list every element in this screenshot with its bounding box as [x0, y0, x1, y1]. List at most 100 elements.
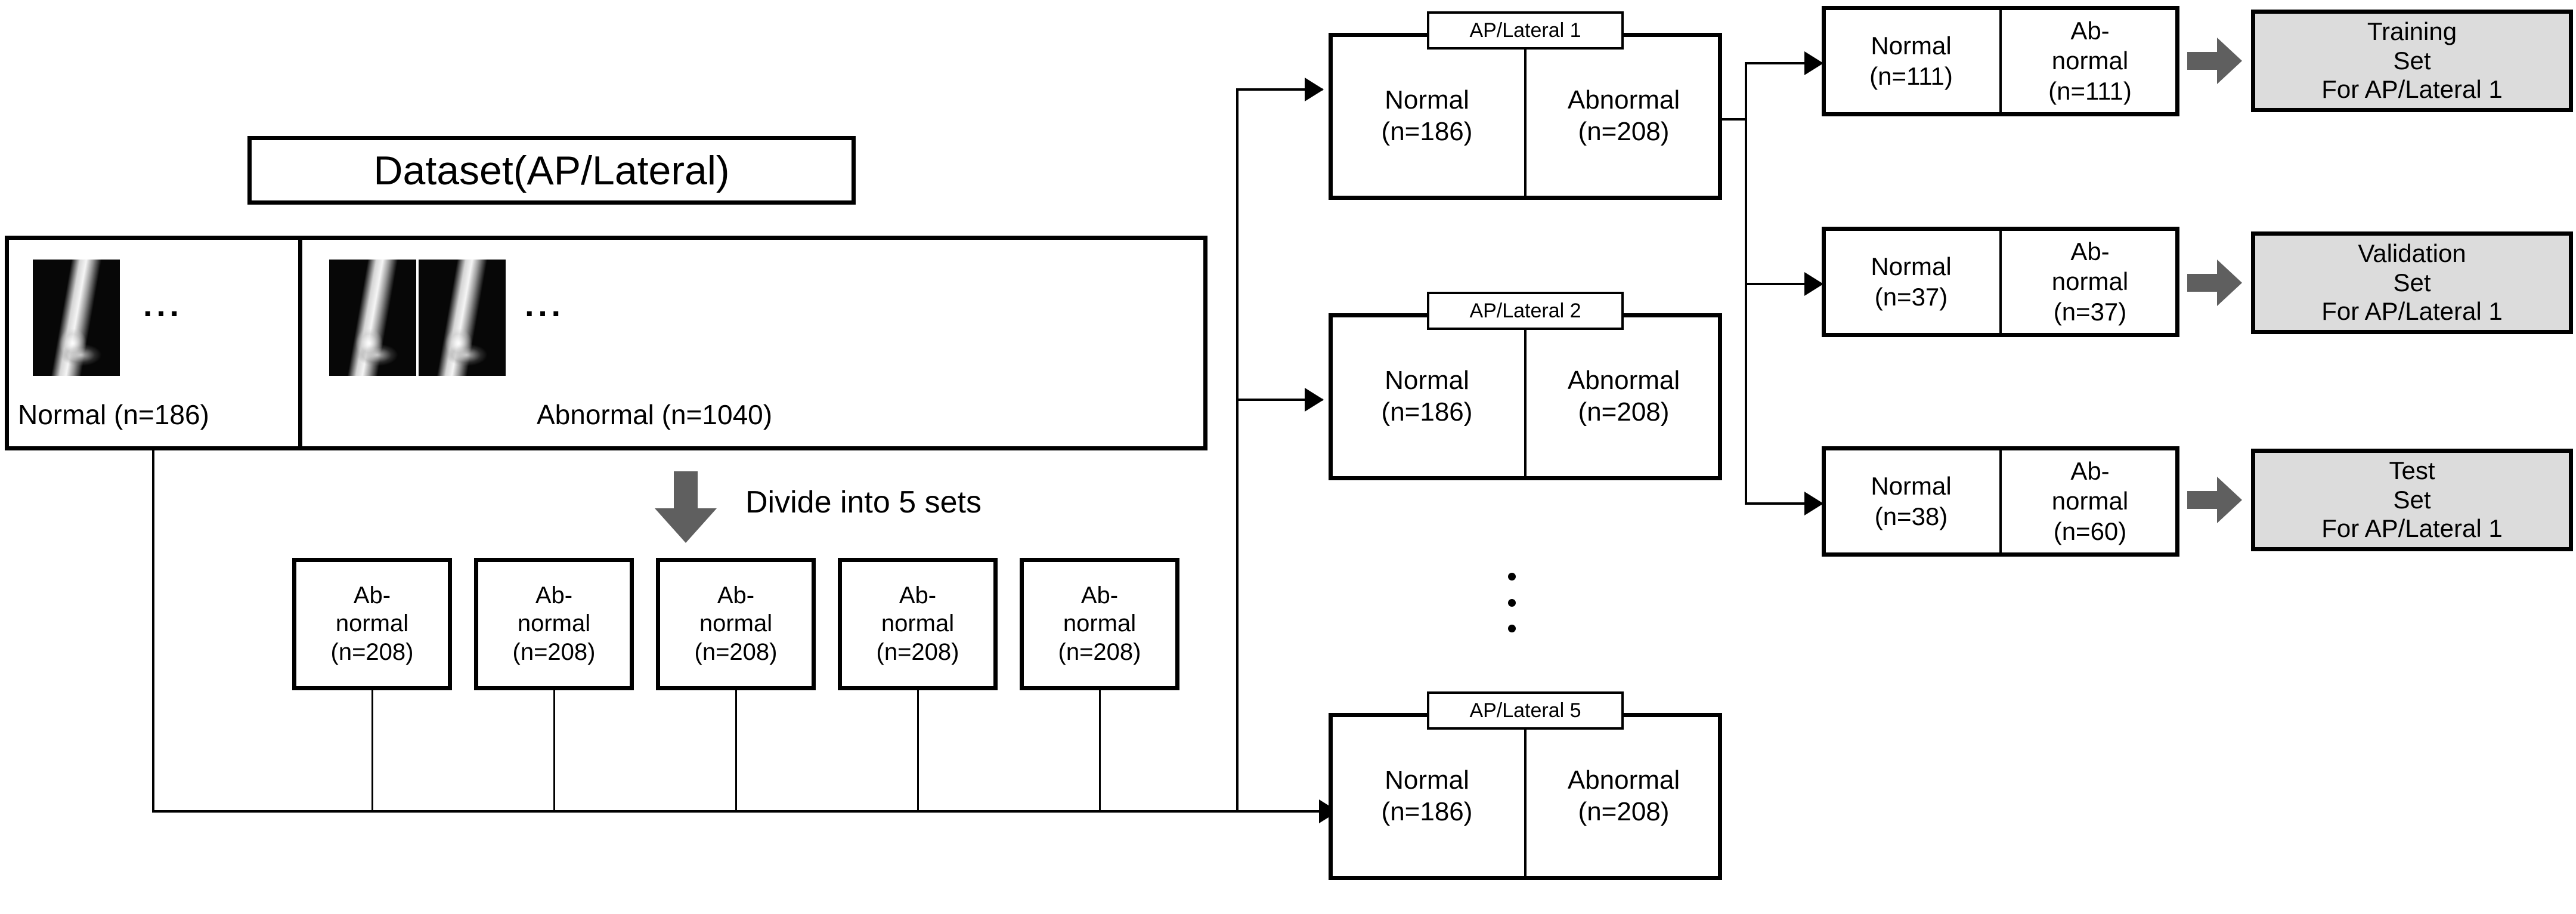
- apl-set-3-tag-label: AP/Lateral 5: [1469, 699, 1581, 722]
- split-3-abnormal-line-1: Ab-: [2070, 456, 2110, 485]
- split-3-normal-line-1: Normal: [1871, 472, 1952, 501]
- fold-box-1-line-2: normal: [335, 610, 409, 637]
- apl-set-2-abnormal-line-2: (n=208): [1578, 397, 1670, 427]
- split-3-abnormal-line-2: normal: [2051, 487, 2129, 515]
- dataset-title-label: Dataset(AP/Lateral): [373, 147, 730, 193]
- xray-thumbnail-abnormal-1: [329, 260, 416, 376]
- output-1-line-1: Training: [2367, 17, 2457, 45]
- split-1-divider: [1999, 6, 2002, 116]
- fold-box-3-line-3: (n=208): [694, 638, 778, 665]
- fold-box-4-line-2: normal: [881, 610, 955, 637]
- fold-box-5-line-3: (n=208): [1058, 638, 1141, 665]
- xray-thumbnail-abnormal-2: [419, 260, 506, 376]
- set1-out-line: [1722, 118, 1747, 121]
- fold-3-stub-line: [735, 690, 737, 810]
- split-3-abnormal-line-3: (n=60): [2053, 517, 2127, 545]
- apl-set-3-abnormal-cell: Abnormal(n=208): [1525, 713, 1722, 880]
- split-2-normal-line-2: (n=37): [1874, 282, 1948, 311]
- source-abnormal-ellipsis: ...: [525, 286, 565, 323]
- apl-set-2-normal-line-2: (n=186): [1381, 397, 1473, 427]
- split-1-abnormal-line-3: (n=111): [2048, 76, 2132, 105]
- apl-set-2-abnormal-line-1: Abnormal: [1567, 366, 1680, 396]
- split-2-abnormal-line-1: Ab-: [2070, 237, 2110, 265]
- source-abnormal-label: Abnormal (n=1040): [537, 399, 773, 430]
- apl-set-2-normal-cell: Normal(n=186): [1329, 313, 1525, 480]
- arrowhead-to-split-2: [1804, 272, 1823, 296]
- split-1-normal-cell: Normal(n=111): [1822, 6, 2001, 116]
- apl-set-3-abnormal-line-2: (n=208): [1578, 797, 1670, 826]
- fold-box-5: Ab-normal(n=208): [1020, 558, 1179, 690]
- arrowhead-to-set-1: [1305, 78, 1324, 101]
- output-3-line-3: For AP/Lateral 1: [2321, 514, 2503, 543]
- output-1-block-arrow-icon: [2187, 38, 2242, 84]
- fold-box-3: Ab-normal(n=208): [656, 558, 816, 690]
- apl-set-1-tag: AP/Lateral 1: [1427, 11, 1624, 50]
- fold-box-1: Ab-normal(n=208): [292, 558, 452, 690]
- apl-set-1-abnormal-line-2: (n=208): [1578, 117, 1670, 146]
- fold-box-2: Ab-normal(n=208): [474, 558, 634, 690]
- split-2-abnormal-cell: Ab-normal(n=37): [2001, 227, 2179, 337]
- apl-set-1-abnormal-line-1: Abnormal: [1567, 85, 1680, 115]
- divide-down-block-arrow-icon: [655, 471, 717, 543]
- branch-to-set-2: [1236, 399, 1323, 401]
- fold-box-3-line-1: Ab-: [717, 582, 755, 609]
- branch-to-set-1: [1236, 88, 1323, 91]
- split-3-normal-line-2: (n=38): [1874, 502, 1948, 530]
- apl-set-3-normal-cell: Normal(n=186): [1329, 713, 1525, 880]
- apl-set-1-normal-line-2: (n=186): [1381, 117, 1473, 146]
- split-3-normal-cell: Normal(n=38): [1822, 446, 2001, 557]
- fold-box-1-line-1: Ab-: [353, 582, 391, 609]
- output-2-block-arrow-icon: [2187, 260, 2242, 306]
- fold-box-2-line-1: Ab-: [535, 582, 573, 609]
- split-2-divider: [1999, 227, 2002, 337]
- arrowhead-to-split-1: [1804, 51, 1823, 75]
- split-1-abnormal-line-2: normal: [2051, 47, 2129, 75]
- apl-set-3-normal-line-2: (n=186): [1381, 797, 1473, 826]
- split-2-abnormal-line-3: (n=37): [2053, 297, 2127, 326]
- split-1-abnormal-line-1: Ab-: [2070, 16, 2110, 45]
- output-3-line-2: Set: [2393, 485, 2431, 514]
- arrowhead-to-set-2: [1305, 388, 1324, 412]
- apl-set-1-abnormal-cell: Abnormal(n=208): [1525, 33, 1722, 200]
- fold-5-stub-line: [1099, 690, 1101, 810]
- output-3-line-1: Test: [2389, 456, 2435, 484]
- apl-set-3-normal-line-1: Normal: [1385, 765, 1469, 795]
- fold-2-stub-line: [553, 690, 555, 810]
- divide-into-5-sets-label: Divide into 5 sets: [745, 485, 982, 520]
- output-2-line-2: Set: [2393, 268, 2431, 297]
- split-2-normal-cell: Normal(n=37): [1822, 227, 2001, 337]
- dataset-title-box: Dataset(AP/Lateral): [247, 136, 856, 205]
- connector-bottom-bus: [152, 810, 1327, 813]
- fold-box-3-line-2: normal: [699, 610, 773, 637]
- output-2-line-3: For AP/Lateral 1: [2321, 297, 2503, 326]
- fold-box-2-line-2: normal: [517, 610, 591, 637]
- split-1-normal-line-2: (n=111): [1869, 61, 1953, 90]
- branch-to-split-1: [1745, 62, 1822, 64]
- fold-4-stub-line: [917, 690, 919, 810]
- fold-box-2-line-3: (n=208): [512, 638, 596, 665]
- apl-set-3-tag: AP/Lateral 5: [1427, 691, 1624, 730]
- output-1-line-3: For AP/Lateral 1: [2321, 75, 2503, 104]
- split-1-abnormal-cell: Ab-normal(n=111): [2001, 6, 2179, 116]
- apl-set-1-normal-cell: Normal(n=186): [1329, 33, 1525, 200]
- branch-to-split-2: [1745, 283, 1822, 285]
- apl-set-3-abnormal-line-1: Abnormal: [1567, 765, 1680, 795]
- connector-normal-down: [152, 450, 154, 811]
- output-1-line-2: Set: [2393, 46, 2431, 75]
- output-2-line-1: Validation: [2358, 239, 2466, 267]
- split-2-abnormal-line-2: normal: [2051, 267, 2129, 296]
- fold-1-stub-line: [371, 690, 373, 810]
- split-3-abnormal-cell: Ab-normal(n=60): [2001, 446, 2179, 557]
- fold-box-5-line-1: Ab-: [1080, 582, 1119, 609]
- xray-thumbnail-normal: [33, 260, 120, 376]
- apl-set-2-tag: AP/Lateral 2: [1427, 292, 1624, 330]
- vertical-ellipsis-icon: [1508, 573, 1516, 632]
- apl-set-2-tag-label: AP/Lateral 2: [1469, 299, 1581, 322]
- source-normal-label: Normal (n=186): [18, 399, 209, 430]
- fold-box-4-line-3: (n=208): [876, 638, 959, 665]
- split-2-normal-line-1: Normal: [1871, 252, 1952, 281]
- apl-set-2-divider: [1524, 313, 1527, 480]
